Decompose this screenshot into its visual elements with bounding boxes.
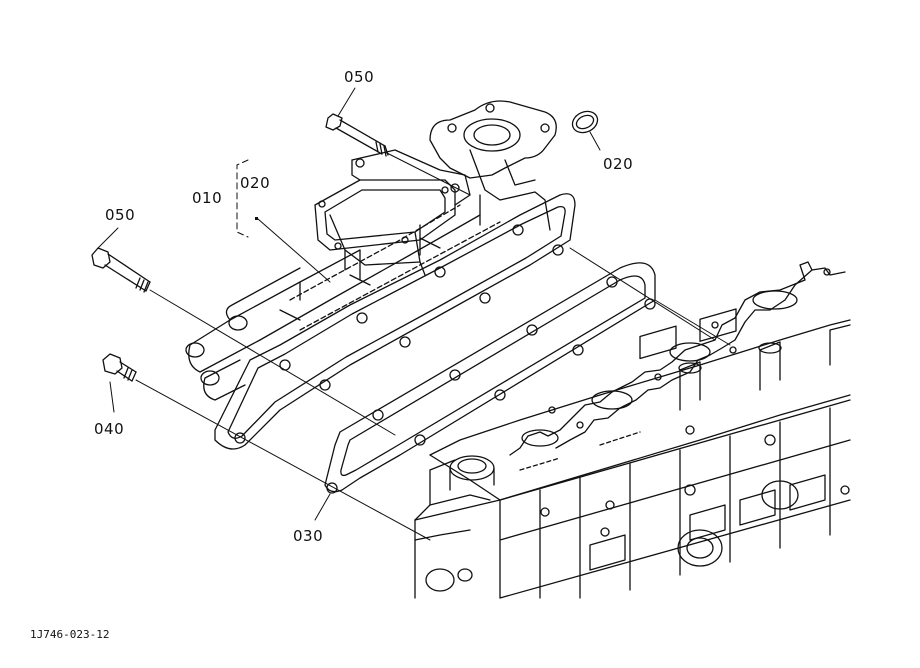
bolt-040 bbox=[103, 354, 136, 381]
bolt-050-left bbox=[92, 248, 150, 292]
callout-050-left: 050 bbox=[105, 206, 136, 224]
callout-020-ring: 020 bbox=[603, 155, 634, 173]
intake-manifold-010 bbox=[186, 101, 575, 449]
callout-020-sub: 020 bbox=[240, 174, 271, 192]
assembly-bracket bbox=[237, 160, 258, 237]
bolt-050-top bbox=[326, 114, 388, 156]
callout-030: 030 bbox=[293, 527, 324, 545]
cylinder-head bbox=[415, 309, 850, 598]
manifold-gasket-right bbox=[510, 262, 845, 455]
callout-040: 040 bbox=[94, 420, 125, 438]
leader-lines bbox=[98, 88, 730, 540]
callout-010: 010 bbox=[192, 189, 223, 207]
gasket-030 bbox=[325, 263, 655, 493]
drawing-code: 1J746-023-12 bbox=[30, 628, 110, 641]
ring-gasket-020 bbox=[569, 107, 601, 136]
callout-050-top: 050 bbox=[344, 68, 375, 86]
